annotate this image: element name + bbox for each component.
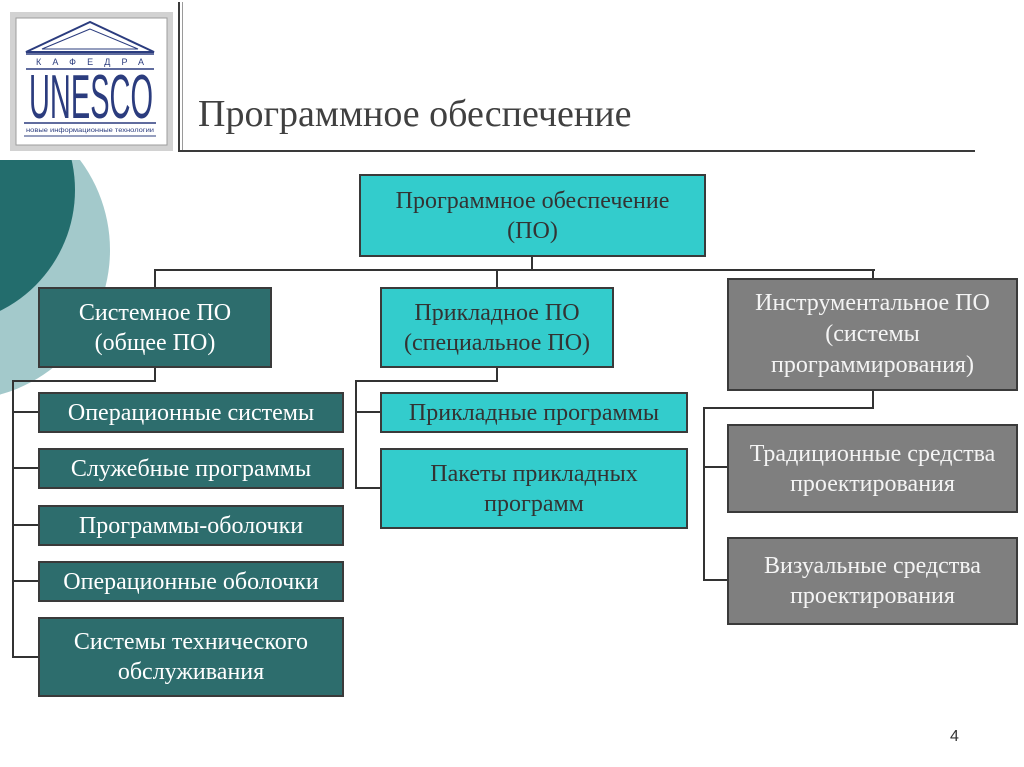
node-text-line: Системы технического bbox=[73, 629, 309, 655]
node-text-line: Прикладные программы bbox=[408, 399, 660, 426]
connector-line bbox=[12, 467, 38, 469]
connector-line bbox=[154, 269, 875, 271]
logo-frieze-text: КАФЕДРА bbox=[36, 57, 144, 67]
node-system-software: Системное ПО (общее ПО) bbox=[38, 287, 272, 368]
connector-line bbox=[872, 391, 874, 408]
connector-line bbox=[355, 487, 380, 489]
unesco-chair-logo: КАФЕДРА UNESCO новые информационные техн… bbox=[10, 12, 173, 151]
page-number: 4 bbox=[950, 728, 959, 745]
connector-line bbox=[355, 411, 380, 413]
node-text-line: обслуживания bbox=[117, 659, 265, 685]
connector-line bbox=[496, 269, 498, 288]
connector-line bbox=[355, 380, 357, 489]
node-root-software: Программное обеспечение (ПО) bbox=[359, 174, 706, 257]
connector-line bbox=[703, 407, 874, 409]
node-text-line: Программное обеспечение bbox=[395, 187, 670, 214]
node-text-line: Традиционные средства bbox=[749, 440, 996, 467]
node-text-line: Пакеты прикладных bbox=[430, 460, 638, 487]
node-traditional-design-tools: Традиционные средства проектирования bbox=[727, 424, 1018, 513]
node-shell-programs: Программы-оболочки bbox=[38, 505, 344, 546]
connector-line bbox=[12, 524, 38, 526]
connector-line bbox=[12, 580, 38, 582]
node-application-software: Прикладное ПО (специальное ПО) bbox=[380, 287, 614, 368]
node-application-programs: Прикладные программы bbox=[380, 392, 688, 433]
header-vertical-rule bbox=[178, 2, 180, 152]
node-text-line: Прикладное ПО bbox=[414, 299, 580, 326]
node-text-line: Системное ПО bbox=[78, 299, 232, 326]
node-text-line: (специальное ПО) bbox=[403, 329, 591, 356]
logo-motto-text: новые информационные технологии bbox=[26, 128, 154, 134]
logo-name-text: UNESCO bbox=[29, 63, 153, 132]
node-text-line: Инструментальное ПО bbox=[755, 290, 990, 316]
connector-line bbox=[496, 368, 498, 381]
node-maintenance-systems: Системы технического обслуживания bbox=[38, 617, 344, 697]
node-visual-design-tools: Визуальные средства проектирования bbox=[727, 537, 1018, 625]
connector-line bbox=[154, 269, 156, 288]
connector-line bbox=[12, 380, 156, 382]
node-tool-software: Инструментальное ПО (системы программиро… bbox=[727, 278, 1018, 391]
node-text-line: Операционные системы bbox=[67, 399, 315, 426]
node-operating-shells: Операционные оболочки bbox=[38, 561, 344, 602]
slide-title: Программное обеспечение bbox=[198, 93, 632, 135]
header-vertical-rule-thin bbox=[182, 2, 183, 150]
node-text-line: программирования) bbox=[771, 352, 974, 378]
node-text-line: программ bbox=[484, 490, 584, 517]
node-text-line: (ПО) bbox=[507, 217, 558, 244]
connector-line bbox=[12, 656, 38, 658]
connector-line bbox=[703, 407, 705, 581]
node-text-line: проектирования bbox=[790, 470, 955, 497]
connector-line bbox=[703, 466, 727, 468]
connector-line bbox=[703, 579, 727, 581]
connector-line bbox=[355, 380, 498, 382]
connector-line bbox=[154, 368, 156, 381]
node-application-packages: Пакеты прикладных программ bbox=[380, 448, 688, 529]
connector-line bbox=[12, 380, 14, 658]
node-text-line: (общее ПО) bbox=[94, 329, 216, 356]
node-operating-systems: Операционные системы bbox=[38, 392, 344, 433]
node-text-line: (системы bbox=[825, 321, 920, 347]
header-horizontal-rule bbox=[178, 150, 975, 152]
node-utility-programs: Служебные программы bbox=[38, 448, 344, 489]
connector-line bbox=[12, 411, 38, 413]
node-text-line: проектирования bbox=[790, 583, 955, 609]
node-text-line: Операционные оболочки bbox=[63, 568, 319, 595]
connector-line bbox=[531, 257, 533, 270]
node-text-line: Визуальные средства bbox=[764, 553, 981, 579]
node-text-line: Программы-оболочки bbox=[78, 512, 304, 539]
node-text-line: Служебные программы bbox=[70, 455, 312, 482]
connector-line bbox=[872, 269, 874, 279]
